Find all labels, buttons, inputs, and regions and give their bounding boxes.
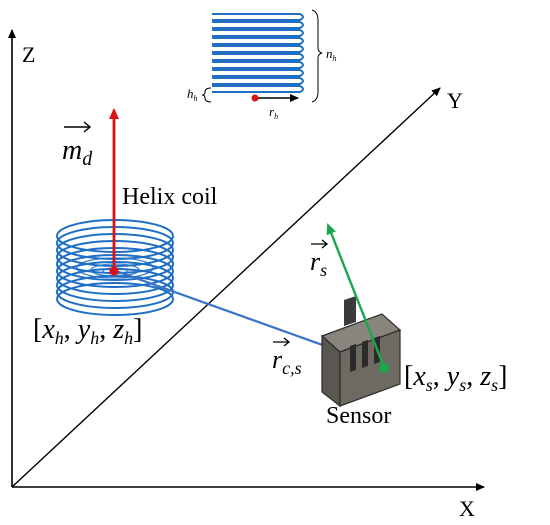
inset-turns-bracket	[311, 9, 323, 103]
sensor-device	[320, 296, 402, 408]
dipole-overarrow	[64, 121, 92, 133]
inset-height-label: hh	[187, 86, 198, 103]
inset-radius-label: rh	[269, 104, 278, 121]
inset-coil-loops	[212, 13, 304, 93]
coil-center-dot	[109, 266, 119, 276]
sensor-vector-label: rs	[310, 247, 327, 280]
inset-center-dot	[251, 94, 259, 102]
sensor-position-vector	[326, 223, 386, 368]
dipole-moment-label: md	[62, 135, 93, 170]
sensor-label: Sensor	[326, 403, 391, 429]
z-axis-label: Z	[22, 42, 35, 67]
coil-sensor-overarrow	[273, 337, 291, 347]
helix-coords-label: [xh, yh, zh]	[33, 314, 142, 348]
coil-inset: nh hh rh	[187, 9, 337, 121]
inset-turns-label: nh	[326, 46, 337, 63]
helix-coil-label: Helix coil	[122, 184, 218, 210]
sensor-coords-label: [xs, ys, zs]	[404, 361, 507, 395]
x-axis-label: X	[459, 496, 475, 521]
inset-height-bracket	[201, 87, 212, 103]
coil-sensor-vector-label: rc,s	[272, 345, 302, 378]
sensor-center-dot	[379, 363, 389, 373]
sensor-vector-overarrow	[311, 239, 329, 249]
y-axis	[11, 87, 441, 488]
y-axis-label: Y	[447, 88, 463, 113]
